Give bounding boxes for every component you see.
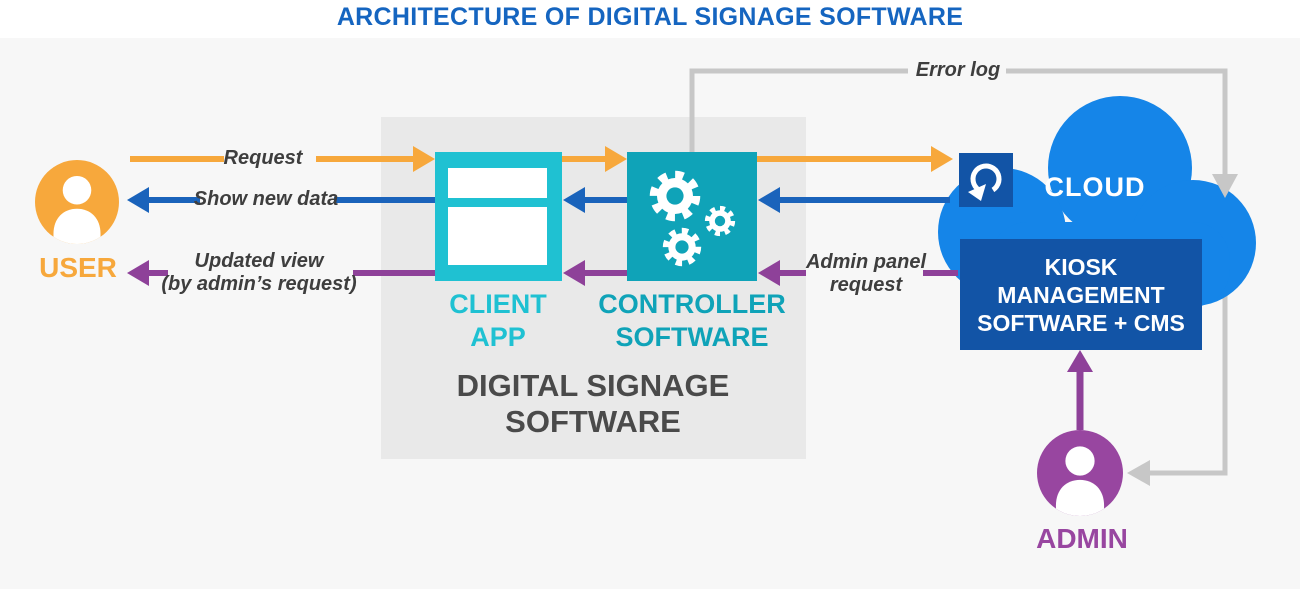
updated-view-arrowheads [127,260,1093,372]
kiosk-management-label: KIOSK MANAGEMENT SOFTWARE + CMS [977,253,1185,336]
error-log-arrowheads [1127,174,1238,486]
controller-software-label: CONTROLLER SOFTWARE [598,289,786,352]
updated-view-edge-label: Updated view (by admin’s request) [161,250,357,295]
user-avatar-icon [35,160,119,244]
sync-icon-box [959,153,1013,207]
gears-icon [649,170,736,267]
admin-panel-request-edge-label: Admin panel request [805,251,926,296]
page-title: ARCHITECTURE OF DIGITAL SIGNAGE SOFTWARE [336,3,964,31]
screen-bottom-pane [448,207,547,265]
client-app-icon [435,152,562,281]
refresh-icon [968,163,1002,201]
show-new-data-edge-label: Show new data [193,188,339,210]
controller-software-icon [627,152,757,281]
error-log-edge-label: Error log [915,59,1001,81]
request-arrowheads [413,146,953,172]
admin-label: ADMIN [1036,523,1128,554]
user-label: USER [39,252,117,283]
admin-avatar-icon [1037,430,1123,516]
show-new-data-arrowheads [127,187,780,213]
screen-top-pane [448,168,547,198]
cloud-label: CLOUD [1044,172,1146,202]
updated-view-arrow [147,270,1084,430]
request-edge-label: Request [223,147,303,169]
client-app-label: CLIENT APP [449,289,547,352]
digital-signage-software-label: DIGITAL SIGNAGE SOFTWARE [456,368,730,439]
kiosk-management-box: KIOSK MANAGEMENT SOFTWARE + CMS [960,239,1202,350]
